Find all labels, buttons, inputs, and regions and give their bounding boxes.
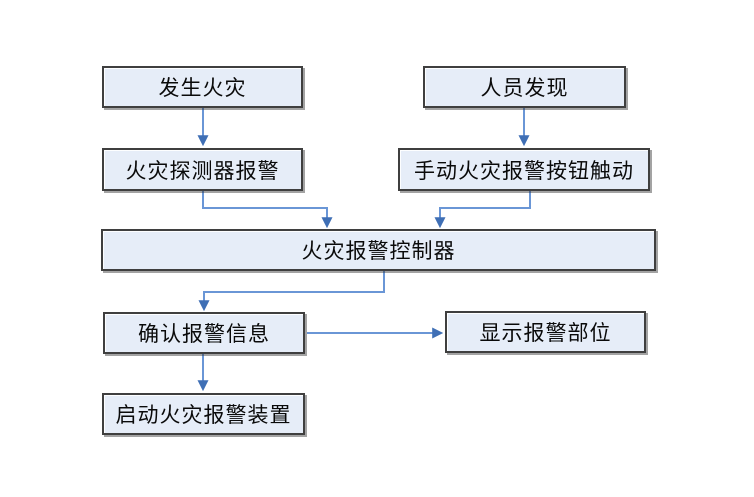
node-detector-alarm: 火灾探测器报警 [102, 148, 303, 191]
node-person-discovers: 人员发现 [423, 66, 626, 108]
arrow-controller-to-confirm [198, 271, 385, 312]
node-start-alarm-device: 启动火灾报警装置 [102, 393, 305, 435]
node-display-location: 显示报警部位 [445, 311, 646, 353]
node-label-display-location: 显示报警部位 [479, 321, 612, 345]
arrow-detector-to-controller [202, 191, 333, 229]
node-fire-occurs: 发生火灾 [102, 66, 303, 108]
arrow-button-to-controller [434, 191, 531, 229]
node-alarm-controller: 火灾报警控制器 [101, 229, 656, 271]
node-confirm-info: 确认报警信息 [103, 312, 305, 354]
node-label-start-alarm-device: 启动火灾报警装置 [115, 403, 292, 427]
node-label-manual-button: 手动火灾报警按钮触动 [414, 158, 634, 183]
node-label-confirm-info: 确认报警信息 [138, 322, 270, 346]
node-label-alarm-controller: 火灾报警控制器 [301, 239, 456, 263]
node-label-fire-occurs: 发生火灾 [158, 76, 247, 100]
node-label-person-discovers: 人员发现 [480, 76, 569, 100]
node-manual-button: 手动火灾报警按钮触动 [398, 148, 650, 191]
node-label-detector-alarm: 火灾探测器报警 [125, 158, 280, 183]
